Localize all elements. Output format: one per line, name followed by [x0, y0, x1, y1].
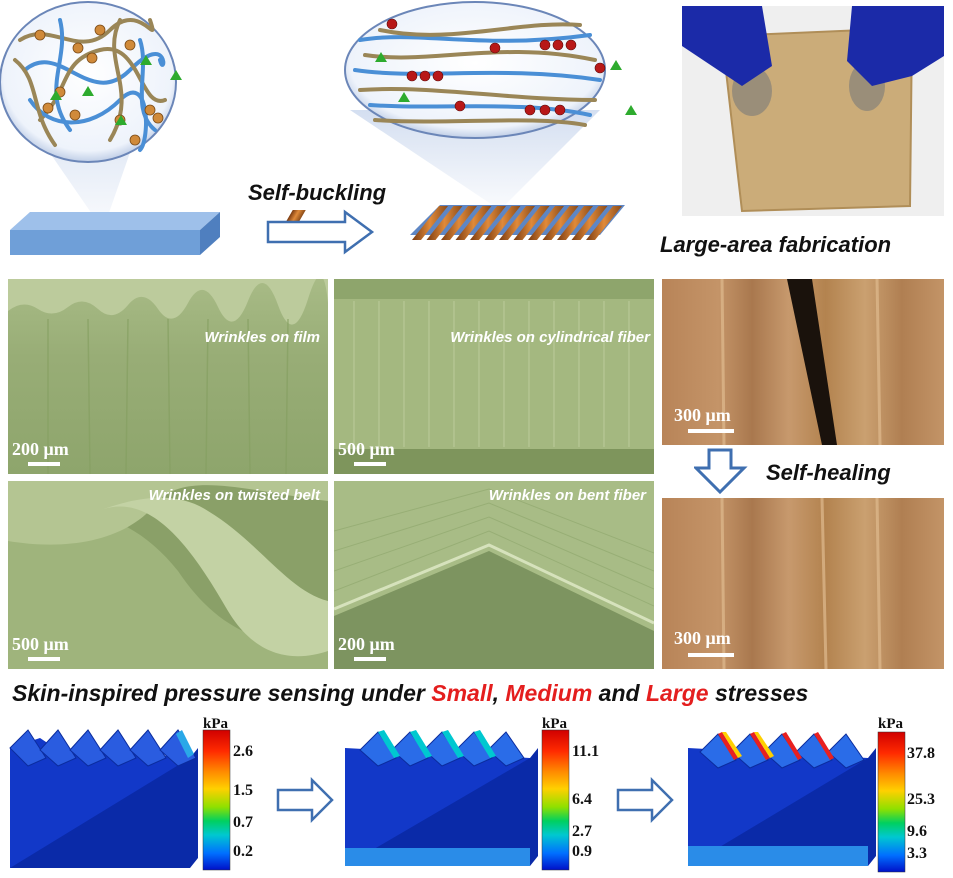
self-healing-arrow	[694, 448, 748, 495]
scale-label-film: 200 μm	[12, 439, 69, 459]
sensing-arrow-2	[616, 776, 674, 824]
cb-tick-large-1: 25.3	[907, 791, 935, 808]
wrinkle-ridge	[513, 206, 550, 240]
wrinkle-ridge	[484, 206, 521, 240]
sem-panel-film: Wrinkles on film 200 μm	[8, 279, 328, 474]
wrinkle-ridges	[412, 206, 622, 240]
left-glove	[682, 6, 772, 86]
scale-bar-film	[28, 462, 60, 466]
cb-tick-medium-3: 0.9	[572, 843, 592, 860]
optical-after-healing: 300 μm	[662, 498, 944, 669]
scale-label-twisted: 500 μm	[12, 634, 69, 654]
buckling-schematic	[0, 1, 637, 255]
scale-label-bent: 200 μm	[338, 634, 395, 654]
colorbar-medium	[541, 729, 570, 871]
wrinkle-ridge	[412, 206, 448, 240]
title-suffix: stresses	[708, 680, 809, 706]
wrinkle-ridge	[470, 206, 506, 240]
sem-label-twisted: Wrinkles on twisted belt	[148, 487, 320, 504]
wrinkle-ridge	[586, 206, 622, 240]
cb-tick-small-2: 0.7	[233, 814, 253, 831]
scale-label-cylindrical: 500 μm	[338, 439, 395, 459]
top-schematic	[0, 0, 640, 270]
title-small: Small	[431, 680, 493, 706]
title-sep2: and	[592, 680, 646, 706]
title-prefix: Skin-inspired pressure sensing under	[12, 680, 432, 706]
fea-block-large	[688, 732, 876, 866]
sem-panel-bent: Wrinkles on bent fiber 200 μm	[334, 481, 654, 669]
colorbar-large	[877, 731, 906, 873]
substrate-block	[10, 212, 220, 255]
cb-tick-medium-1: 6.4	[572, 791, 592, 808]
sensing-arrow-1	[276, 776, 334, 824]
wrinkle-ridge	[528, 206, 564, 240]
title-sep1: ,	[492, 680, 506, 706]
fea-block-small	[9, 729, 198, 868]
optical-before-healing: 300 μm	[662, 279, 944, 445]
title-large: Large	[645, 680, 709, 706]
scale-bar-twisted	[28, 657, 60, 661]
scale-label-before: 300 μm	[674, 405, 731, 425]
scale-bar-cylindrical	[354, 462, 386, 466]
cb-tick-medium-2: 2.7	[572, 823, 592, 840]
wrinkle-ridge	[455, 206, 492, 240]
fea-row	[9, 729, 906, 873]
sem-panel-cylindrical: Wrinkles on cylindrical fiber 500 μm	[334, 279, 654, 474]
sem-label-bent: Wrinkles on bent fiber	[488, 487, 646, 504]
sem-label-film: Wrinkles on film	[204, 329, 320, 346]
self-healing-label: Self-healing	[766, 460, 891, 485]
wrinkle-ridge	[426, 206, 463, 240]
wrinkle-ridge	[542, 206, 579, 240]
large-area-label: Large-area fabrication	[660, 232, 892, 257]
scale-bar-bent	[354, 657, 386, 661]
wrinkle-ridge	[557, 206, 593, 240]
self-buckling-arrow	[266, 209, 375, 255]
title-medium: Medium	[505, 680, 593, 706]
zoom-cone-right	[350, 110, 600, 210]
cb-unit-large: kPa	[878, 716, 904, 732]
scale-bar-after	[688, 653, 734, 657]
wrinkle-ridge	[571, 206, 608, 240]
large-area-photo	[682, 6, 944, 216]
sem-panel-twisted: Wrinkles on twisted belt 500 μm	[8, 481, 328, 669]
wrinkle-ridge	[441, 206, 477, 240]
self-buckling-label: Self-buckling	[248, 180, 387, 205]
cb-tick-large-2: 9.6	[907, 823, 927, 840]
crack	[787, 279, 837, 445]
right-glove	[847, 6, 944, 86]
cb-tick-large-3: 3.3	[907, 845, 927, 862]
cb-tick-small-1: 1.5	[233, 782, 253, 799]
colorbar-small	[202, 729, 231, 871]
cb-tick-small-3: 0.2	[233, 843, 253, 860]
sem-label-cylindrical: Wrinkles on cylindrical fiber	[450, 329, 650, 346]
cb-tick-large-0: 37.8	[907, 745, 935, 762]
cb-tick-medium-0: 11.1	[572, 743, 600, 760]
scale-bar-before	[688, 429, 734, 433]
cb-tick-small-0: 2.6	[233, 743, 253, 760]
cb-unit-small: kPa	[203, 716, 229, 732]
scale-label-after: 300 μm	[674, 628, 731, 648]
sensing-title: Skin-inspired pressure sensing under Sma…	[12, 680, 808, 707]
fea-block-medium	[345, 730, 538, 866]
cb-unit-medium: kPa	[542, 716, 568, 732]
wrinkle-ridge	[499, 206, 535, 240]
